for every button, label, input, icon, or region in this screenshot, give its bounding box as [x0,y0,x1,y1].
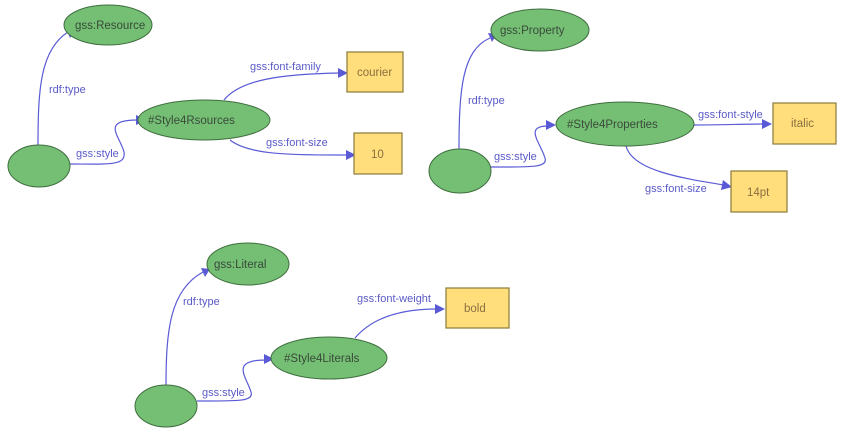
arrowhead-icon [201,268,210,277]
svg-text:courier: courier [357,67,392,79]
graph-literal: rdf:type gss:style gss:font-weight gss:L… [134,242,510,428]
edge-label-rdf-type: rdf:type [468,95,505,107]
edge-label-font-weight: gss:font-weight [357,293,431,305]
edge-label-rdf-type: rdf:type [49,84,86,96]
svg-text:gss:Literal: gss:Literal [214,259,266,271]
arrowhead-icon [435,304,445,314]
node-gss-property[interactable]: gss:Property [490,8,590,52]
node-blank-property[interactable] [428,148,492,194]
svg-text:gss:Resource: gss:Resource [75,20,145,32]
edge-label-font-size: gss:font-size [266,137,328,149]
edge-rdf-type [165,271,204,387]
literal-courier[interactable]: courier [346,51,404,93]
arrowhead-icon [346,150,356,160]
node-blank-literal[interactable] [134,384,198,428]
graph-resource: rdf:type gss:style gss:font-family gss:f… [7,4,404,188]
svg-text:#Style4Properties: #Style4Properties [567,119,658,131]
edge-label-font-style: gss:font-style [698,109,763,121]
edge-label-font-family: gss:font-family [250,61,321,73]
edge-label-gss-style: gss:style [494,151,537,163]
node-gss-literal[interactable]: gss:Literal [206,242,290,286]
arrowhead-icon [762,119,772,129]
svg-text:14pt: 14pt [747,187,770,199]
edge-label-rdf-type: rdf:type [183,296,220,308]
arrowhead-icon [546,120,556,130]
svg-text:italic: italic [791,118,814,130]
svg-text:#Style4Literals: #Style4Literals [284,353,360,365]
edge-label-gss-style: gss:style [76,148,119,160]
literal-bold[interactable]: bold [445,287,510,329]
node-style4rsources[interactable]: #Style4Rsources [137,99,271,141]
edge-label-gss-style: gss:style [202,387,245,399]
node-style4literals[interactable]: #Style4Literals [270,336,388,380]
edge-gss-style [196,359,267,402]
svg-text:gss:Property: gss:Property [500,25,565,37]
svg-text:bold: bold [464,303,486,315]
svg-text:#Style4Rsources: #Style4Rsources [148,115,235,127]
edge-rdf-type [37,31,69,147]
edge-gss-font-size [625,145,725,186]
node-style4properties[interactable]: #Style4Properties [555,101,695,147]
edge-gss-style [69,119,139,165]
edge-gss-font-weight [354,308,438,339]
edge-gss-font-size [229,139,349,156]
literal-italic[interactable]: italic [772,102,837,145]
edge-gss-font-style [692,123,765,126]
node-blank-resource[interactable] [7,144,71,188]
literal-14pt[interactable]: 14pt [730,170,788,213]
arrowhead-icon [721,180,732,190]
graph-property: rdf:type gss:style gss:font-style gss:fo… [428,8,837,213]
edge-rdf-type [458,37,491,151]
edge-gss-font-family [223,72,341,101]
svg-text:10: 10 [371,149,384,161]
edge-gss-style [490,125,549,168]
arrowhead-icon [338,68,348,78]
literal-10[interactable]: 10 [353,132,403,175]
node-gss-resource[interactable]: gss:Resource [63,4,153,46]
arrowhead-icon [264,354,274,364]
edge-label-font-size: gss:font-size [645,183,707,195]
